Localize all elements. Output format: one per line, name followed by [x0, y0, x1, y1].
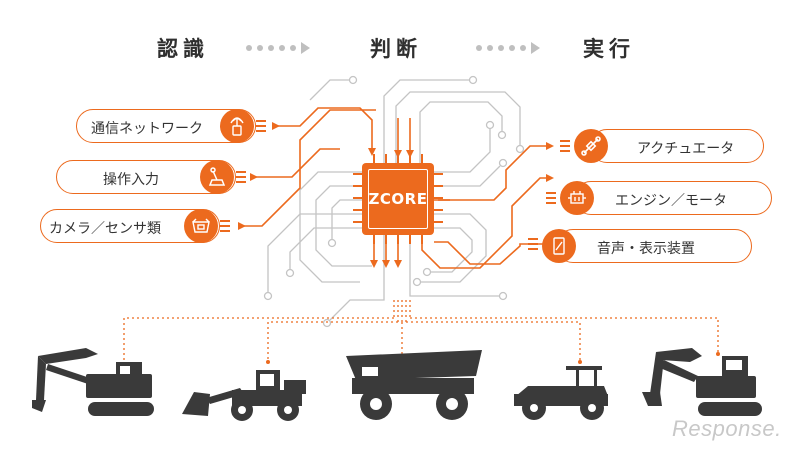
- stage-judgment: 判断: [370, 37, 422, 61]
- zcore-logo: ZCORE: [368, 190, 428, 208]
- output-actuator-label: アクチュエータ: [637, 141, 735, 157]
- input-operation-label: 操作入力: [103, 172, 159, 188]
- output-display: 音声・表示装置: [556, 229, 752, 263]
- output-display-label: 音声・表示装置: [597, 241, 695, 257]
- stage-arrow-1: [246, 42, 310, 54]
- road-roller: [514, 366, 608, 420]
- input-sensors-label: カメラ／センサ類: [49, 221, 161, 237]
- output-actuator: アクチュエータ: [590, 129, 764, 163]
- joystick-icon: [200, 160, 234, 194]
- dump-truck: [346, 350, 482, 420]
- engine-icon: [560, 181, 594, 215]
- stage-recognition: 認識: [157, 37, 209, 61]
- wheel-loader: [182, 370, 306, 421]
- output-engine-label: エンジン／モータ: [615, 193, 727, 209]
- actuator-icon: [574, 129, 608, 163]
- input-network-label: 通信ネットワーク: [91, 121, 203, 137]
- stage-execution: 実行: [583, 37, 635, 61]
- camera-icon: [184, 209, 218, 243]
- demolition-machine: [642, 348, 762, 416]
- excavator: [32, 348, 154, 416]
- antenna-icon: [220, 109, 254, 143]
- output-engine: エンジン／モータ: [574, 181, 772, 215]
- zcore-chip: ZCORE: [362, 163, 434, 235]
- stage-arrow-2: [476, 42, 540, 54]
- display-icon: [542, 229, 576, 263]
- watermark: Response.: [672, 416, 782, 441]
